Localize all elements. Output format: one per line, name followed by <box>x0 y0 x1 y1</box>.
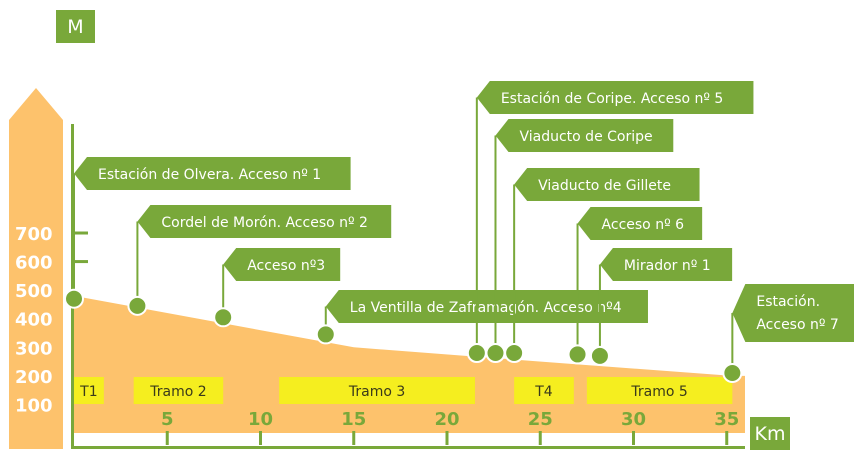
section-bar <box>133 377 224 404</box>
point-marker <box>567 344 588 365</box>
y-axis-tick <box>74 231 88 235</box>
callout-box <box>223 248 341 281</box>
x-tick-label: 25 <box>528 409 553 430</box>
callout-stem <box>136 221 139 306</box>
x-tick-label: 15 <box>341 409 366 430</box>
y-tick-label: 400 <box>15 310 53 331</box>
point-marker <box>315 324 336 345</box>
callout-label: Estación. <box>756 294 820 310</box>
callout-box <box>732 284 854 342</box>
x-axis-unit-label: Km <box>750 417 790 450</box>
x-tick-label: 20 <box>434 409 459 430</box>
y-tick-label: 700 <box>15 224 53 245</box>
x-tick-label: 35 <box>714 409 739 430</box>
callout-label: Acceso nº3 <box>247 258 325 274</box>
callout-label: Acceso nº 7 <box>756 317 838 333</box>
callout-box <box>514 168 700 201</box>
callout-box <box>476 81 754 114</box>
x-axis-tick <box>538 431 542 445</box>
point-marker <box>485 343 506 364</box>
section-bar <box>74 377 104 404</box>
y-tick-label: 300 <box>15 338 53 359</box>
x-axis-tick <box>725 431 729 445</box>
section-bar <box>279 377 475 404</box>
point-marker <box>504 343 525 364</box>
point-marker <box>213 307 234 328</box>
callout-stem <box>731 313 734 374</box>
y-tick-label: 500 <box>15 281 53 302</box>
x-axis-tick <box>259 431 262 445</box>
callout-box <box>325 290 648 323</box>
elevation-area <box>74 295 745 433</box>
x-tick-label: 30 <box>621 409 646 430</box>
x-tick-label: 5 <box>161 409 174 430</box>
section-bar <box>586 377 733 404</box>
callout-label: Cordel de Morón. Acceso nº 2 <box>161 215 368 231</box>
callout-stem <box>494 135 497 354</box>
callout-box <box>599 248 733 281</box>
section-label: Tramo 3 <box>348 384 405 400</box>
callout-label: La Ventilla de Zaframagón. Acceso nº4 <box>350 300 622 316</box>
callout-label: Mirador nº 1 <box>624 258 711 274</box>
callout-stem <box>475 97 478 354</box>
x-axis-tick <box>445 431 449 445</box>
x-axis-tick <box>165 431 169 445</box>
y-axis-unit-label: M <box>56 10 95 43</box>
point-marker <box>466 343 487 364</box>
section-label: Tramo 2 <box>149 384 206 400</box>
callout-label: Estación de Coripe. Acceso nº 5 <box>501 91 723 107</box>
y-tick-label: 200 <box>15 367 53 388</box>
callout-stem <box>324 306 327 335</box>
section-label: T1 <box>79 384 97 400</box>
callout-stem <box>222 264 225 318</box>
callout-stem <box>576 223 579 355</box>
point-marker <box>64 288 84 309</box>
point-marker <box>589 345 610 366</box>
section-label: T4 <box>534 384 553 400</box>
callout-label: Acceso nº 6 <box>602 217 685 233</box>
point-marker <box>127 295 148 316</box>
callout-label: Viaducto de Coripe <box>519 129 652 145</box>
section-bar <box>514 377 574 404</box>
callout-label: Estación de Olvera. Acceso nº 1 <box>98 167 321 183</box>
y-axis-line <box>71 124 74 449</box>
callout-stem <box>73 173 75 299</box>
callout-box <box>137 205 392 238</box>
x-axis-line <box>71 446 745 449</box>
x-axis-tick <box>632 431 635 445</box>
y-tick-label: 100 <box>15 395 53 416</box>
section-label: Tramo 5 <box>630 384 687 400</box>
x-axis-tick <box>352 431 356 445</box>
callout-box <box>495 119 674 152</box>
callout-stem <box>598 264 601 356</box>
callout-box <box>577 207 703 240</box>
callout-box <box>74 157 351 190</box>
point-marker <box>722 363 743 384</box>
callout-stem <box>513 184 516 354</box>
y-axis-tick <box>74 260 88 264</box>
x-tick-label: 10 <box>248 409 273 430</box>
y-axis-arrow-column <box>9 88 63 449</box>
y-tick-label: 600 <box>15 253 53 274</box>
callout-label: Viaducto de Gillete <box>538 178 671 194</box>
